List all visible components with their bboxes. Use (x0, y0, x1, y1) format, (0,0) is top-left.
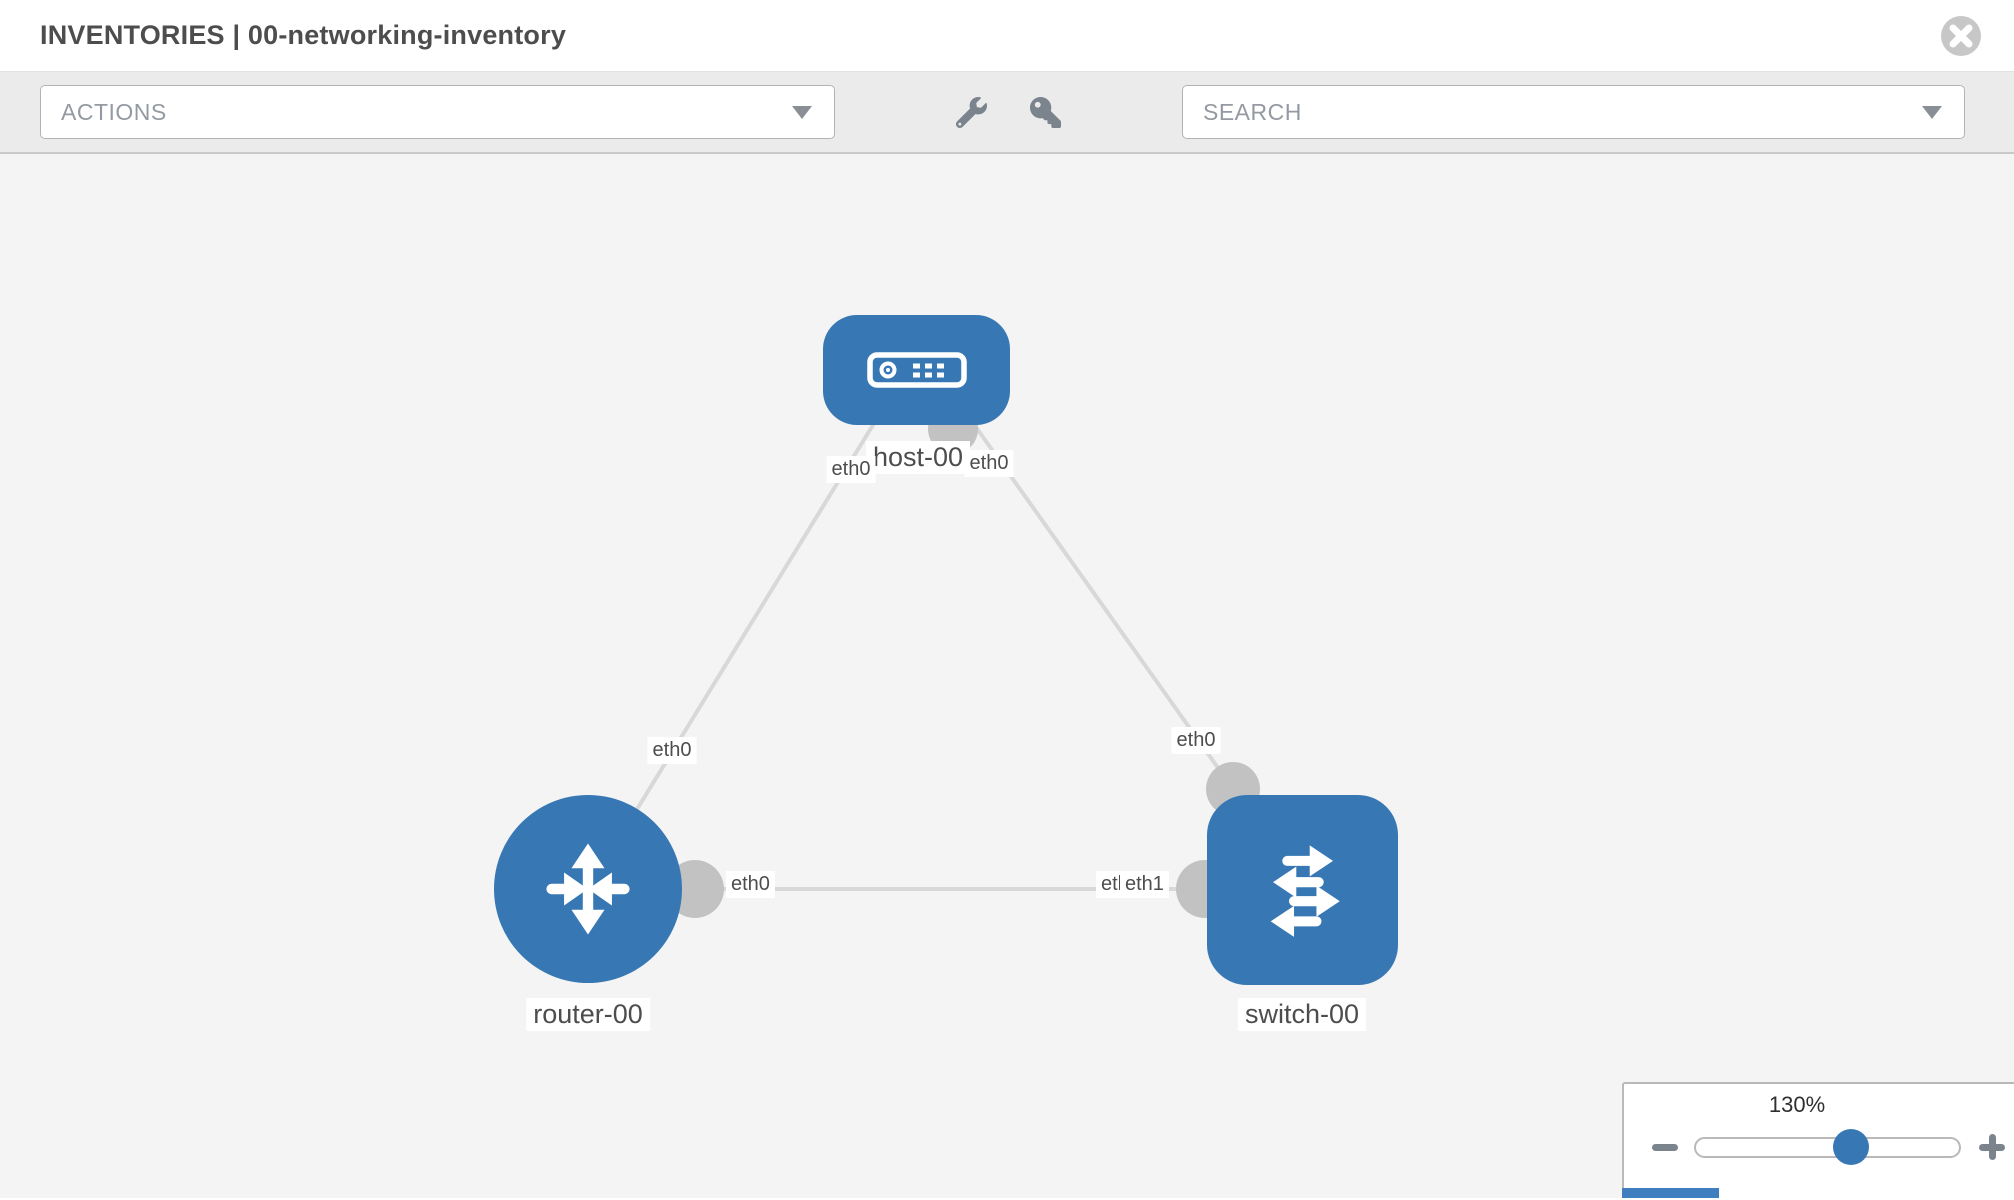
header: INVENTORIES | 00-networking-inventory (0, 0, 2014, 72)
toolbar-icons (835, 94, 1182, 130)
node-host-00[interactable] (823, 315, 1010, 425)
chevron-down-icon (792, 105, 812, 119)
interface-label: eth0 (1171, 727, 1221, 754)
interface-label: eth1 (1120, 871, 1169, 898)
credentials-button[interactable] (1028, 94, 1064, 130)
search-dropdown[interactable]: SEARCH (1182, 85, 1965, 139)
interface-label: eth0 (964, 450, 1014, 477)
actions-dropdown[interactable]: ACTIONS (40, 85, 835, 139)
router-arrows-icon (546, 843, 630, 935)
wrench-icon (956, 96, 987, 128)
chevron-down-icon (1922, 105, 1942, 119)
server-icon (866, 352, 967, 388)
close-icon (1941, 15, 1981, 56)
node-label-host: host-00 (865, 441, 971, 474)
zoom-value: 130% (1768, 1092, 1826, 1117)
node-label-switch: switch-00 (1237, 998, 1367, 1031)
key-icon (1030, 96, 1061, 128)
switch-arrows-icon (1270, 845, 1340, 937)
node-label-router: router-00 (526, 998, 650, 1031)
actions-dropdown-label: ACTIONS (61, 98, 167, 125)
links-layer (586, 379, 1302, 918)
node-switch-00[interactable] (1207, 795, 1398, 985)
interface-label: eth0 (826, 456, 876, 483)
zoom-in-button plus-icon[interactable] (1979, 1134, 2005, 1160)
configure-button[interactable] (954, 94, 990, 130)
zoom-slider-thumb[interactable] (1833, 1128, 1869, 1165)
close-button[interactable] (1939, 14, 1983, 58)
partial-panel-edge (1622, 1188, 1719, 1198)
interface-label: eth0 (726, 871, 775, 898)
topology-canvas[interactable]: host-00 router-00 switch-00 eth0 eth0 et… (0, 154, 2014, 1198)
page-title: INVENTORIES | 00-networking-inventory (40, 20, 567, 50)
search-placeholder: SEARCH (1203, 98, 1302, 125)
zoom-panel: 130% (1622, 1082, 2014, 1198)
node-router-00[interactable] (494, 795, 682, 983)
zoom-slider-track[interactable] (1694, 1128, 1961, 1165)
zoom-out-button minus-icon[interactable] (1652, 1143, 1678, 1151)
interface-label: eth0 (647, 737, 697, 764)
toolbar: ACTIONS SEARCH (0, 72, 2014, 154)
